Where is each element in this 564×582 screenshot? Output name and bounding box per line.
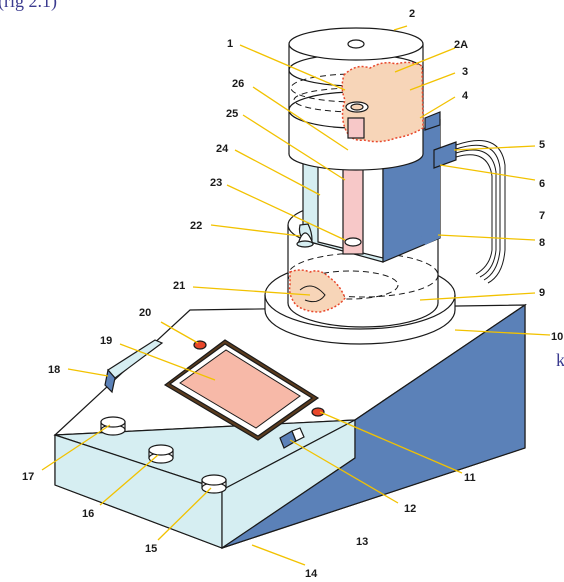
callout-10: 10: [551, 331, 563, 343]
callout-20: 20: [139, 307, 151, 319]
callout-13: 13: [356, 536, 368, 548]
side-text-fragment: k: [556, 350, 564, 370]
callout-7: 7: [539, 210, 545, 222]
callout-3: 3: [462, 66, 468, 78]
knob-15: [201, 474, 227, 494]
display-screen: [179, 349, 301, 429]
callout-8: 8: [539, 237, 545, 249]
indicator-led-11: [311, 407, 325, 417]
knob-16: [148, 444, 174, 464]
callout-1: 1: [227, 38, 233, 50]
callout-26: 26: [232, 78, 244, 90]
top-chamber: [288, 27, 424, 171]
callout-2: 2: [409, 8, 415, 20]
callout-18: 18: [48, 364, 60, 376]
callout-14: 14: [305, 568, 318, 580]
callout-5: 5: [539, 139, 545, 151]
power-switch: [279, 427, 305, 449]
callout-19: 19: [100, 335, 112, 347]
cable-connector: [433, 141, 457, 169]
callout-21: 21: [173, 280, 185, 292]
callout-24: 24: [216, 143, 229, 155]
callout-labels: 2 1 2A 3 26 4 25 5 24 6 23 7 22 8 21 9 2…: [22, 8, 563, 580]
valve-22: [296, 223, 314, 248]
callout-12: 12: [404, 503, 416, 515]
callout-4: 4: [462, 90, 469, 102]
leader-lines: [41, 25, 551, 566]
cutaway-lower: [288, 269, 346, 313]
callout-25: 25: [226, 108, 238, 120]
callout-23: 23: [210, 177, 222, 189]
callout-16: 16: [82, 508, 94, 520]
callout-9: 9: [539, 287, 545, 299]
display-panel: [163, 339, 320, 441]
callout-6: 6: [539, 178, 545, 190]
knob-17: [100, 416, 126, 436]
callout-15: 15: [145, 543, 157, 555]
title-fragment: (rig 2.1): [0, 0, 57, 12]
cable-bundle: [455, 140, 506, 284]
callout-22: 22: [190, 220, 202, 232]
callout-17: 17: [22, 471, 34, 483]
lid-hole: [347, 39, 365, 49]
callout-2a: 2A: [454, 39, 468, 51]
callout-11: 11: [464, 472, 476, 484]
